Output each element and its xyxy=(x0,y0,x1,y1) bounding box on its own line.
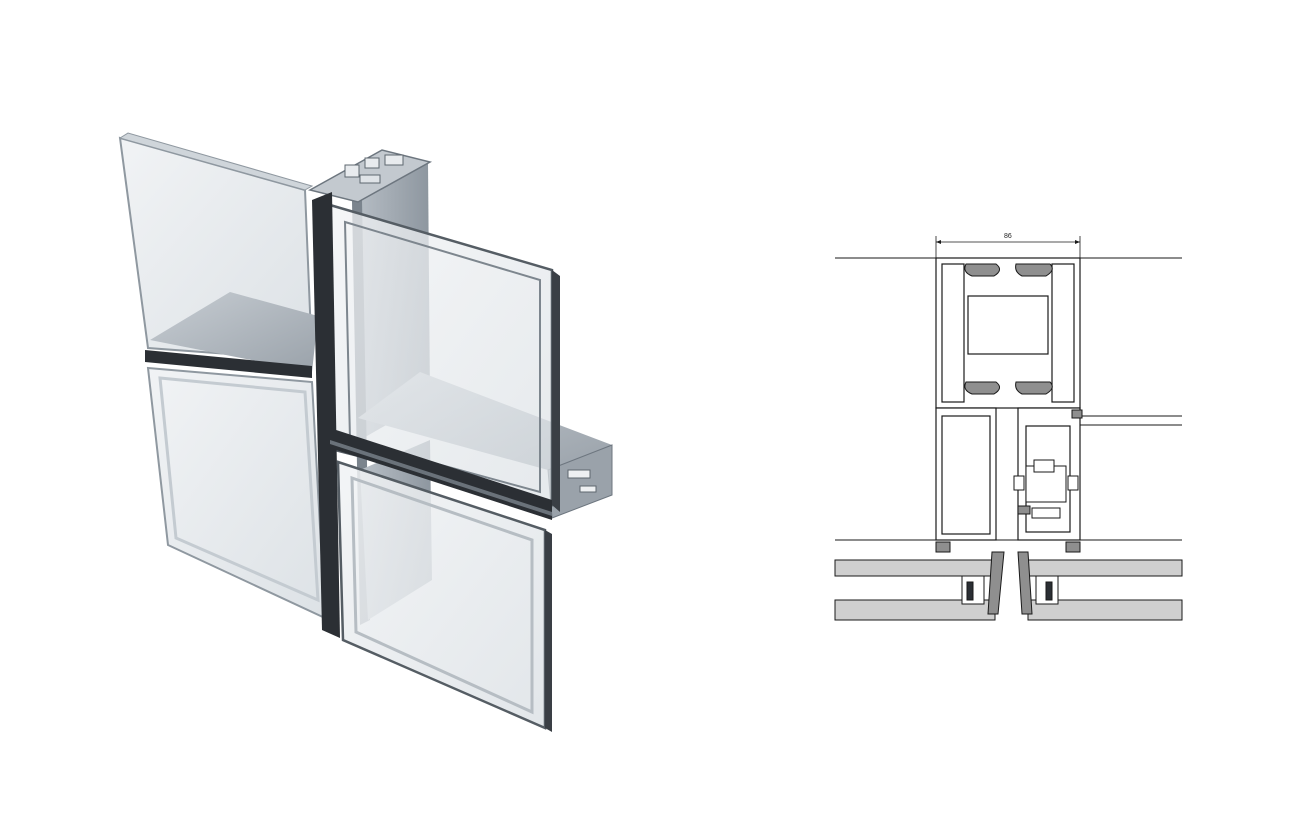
glass-pane-lower-right-edge xyxy=(545,530,552,732)
transom-end-detail-2 xyxy=(579,485,597,493)
vertical-gasket xyxy=(312,192,340,638)
mullion-profile xyxy=(935,257,1081,541)
transom-end-detail-1 xyxy=(567,469,591,479)
glass-pane-upper-left-edge xyxy=(118,132,314,191)
transom-shelf-left xyxy=(150,292,318,372)
dimension-label: 86 xyxy=(1004,233,1012,240)
glass-pane-upper-right-edge xyxy=(552,270,560,512)
horizontal-gasket-right-highlight xyxy=(330,440,552,516)
horizontal-gasket-left xyxy=(145,350,312,378)
glass-pane-lower-right-frame xyxy=(350,475,534,715)
glass-pane-lower-left-inner xyxy=(158,376,320,603)
glazing-panes xyxy=(834,559,1183,621)
profile-section-drawing: 86 xyxy=(834,233,1183,621)
dimension-86: 86 xyxy=(935,233,1081,260)
thermal-break xyxy=(1013,459,1079,519)
glass-pane-lower-left xyxy=(146,366,327,620)
glass-pane-upper-right-frame xyxy=(343,220,541,494)
center-seals xyxy=(987,551,1033,615)
curtain-wall-3d-render xyxy=(118,132,613,732)
mullion-top-profile xyxy=(307,149,433,203)
gaskets xyxy=(935,263,1083,553)
